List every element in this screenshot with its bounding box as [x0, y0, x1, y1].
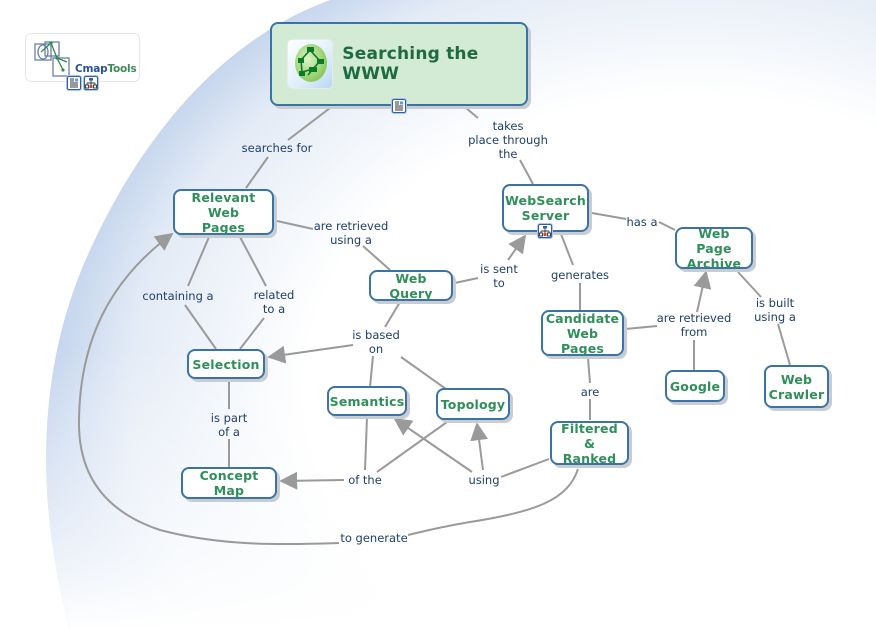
link-generates[interactable]: generates [550, 268, 610, 282]
line-are-retrieved-from-archive [693, 270, 712, 313]
line-is-sent-websearch [507, 234, 527, 261]
line-using-semantics [393, 417, 473, 473]
link-is-sent-to[interactable]: is sent to [480, 262, 518, 290]
line-related-selection [239, 317, 265, 350]
line-relevant-are-retrieved [276, 220, 314, 230]
concept-web-crawler[interactable]: Web Crawler [764, 365, 829, 408]
line-filtered-using [500, 458, 550, 478]
line-candidate-are-retrieved-from [624, 325, 658, 330]
line-topology-of-the [376, 421, 448, 473]
line-is-based-topology [400, 356, 447, 390]
concept-map-resource-icon[interactable] [84, 76, 98, 90]
line-relevant-related [239, 236, 267, 287]
line-filtered-to-generate [407, 468, 579, 536]
line-is-based-selection [267, 344, 354, 364]
line-are-retrieved-webquery [362, 245, 391, 271]
link-related-to-a[interactable]: related to a [253, 288, 295, 316]
link-are-retrieved-from[interactable]: are retrieved from [656, 311, 732, 339]
map-title: Searching the WWW [342, 44, 479, 84]
line-websearch-has-a [591, 212, 627, 220]
line-of-the-conceptmap [279, 471, 345, 490]
line-websearch-generates [560, 233, 574, 266]
concept-topology[interactable]: Topology [436, 388, 510, 420]
line-searches-for-relevant [245, 156, 269, 189]
line-is-built-crawler [777, 323, 791, 366]
cmaptools-logo-text: CmapTools [75, 63, 137, 75]
concept-map-resource-icon[interactable] [538, 224, 552, 238]
concept-web-page-archive[interactable]: Web Page Archive [675, 226, 753, 271]
concept-candidate-web-pages[interactable]: Candidate Web Pages [541, 310, 624, 356]
link-using[interactable]: using [468, 473, 500, 487]
link-is-based-on[interactable]: is based on [352, 328, 400, 356]
concept-relevant-web-pages[interactable]: Relevant Web Pages [173, 189, 274, 235]
link-searches-for[interactable]: searches for [241, 141, 313, 155]
link-is-built-using-a[interactable]: is built using a [754, 296, 796, 324]
link-to-generate[interactable]: to generate [340, 531, 408, 545]
line-to-generate-relevant [77, 232, 340, 546]
line-candidate-are [587, 357, 591, 384]
line-root-searches-for [287, 107, 331, 141]
line-webquery-is-sent [449, 277, 479, 285]
concept-google[interactable]: Google [665, 370, 725, 402]
concept-selection[interactable]: Selection [187, 349, 265, 379]
link-are[interactable]: are [580, 385, 600, 399]
line-is-based-semantics [369, 355, 374, 388]
link-is-part-of-a[interactable]: is part of a [210, 411, 248, 439]
line-using-topology [470, 422, 489, 471]
concept-map-head-icon [288, 40, 333, 88]
cmaptools-logo: CmapTools [25, 33, 140, 82]
root-concept-searching-the-www[interactable]: Searching the WWW [270, 22, 528, 106]
line-relevant-containing [187, 236, 210, 287]
concept-semantics[interactable]: Semantics [327, 386, 407, 416]
concept-filtered-ranked[interactable]: Filtered & Ranked [550, 421, 629, 466]
link-of-the[interactable]: of the [348, 473, 382, 487]
line-webquery-is-based [384, 301, 401, 328]
concept-web-query[interactable]: Web Query [369, 270, 453, 301]
line-has-a-archive [658, 221, 676, 231]
document-resource-icon[interactable] [67, 76, 81, 90]
link-are-retrieved-using-a[interactable]: are retrieved using a [313, 219, 389, 247]
document-resource-icon[interactable] [392, 99, 406, 113]
concept-concept-map[interactable]: Concept Map [181, 467, 277, 499]
line-takes-place-websearch [519, 159, 534, 185]
line-archive-is-built [737, 271, 762, 298]
cmaptools-logo-icon [34, 41, 70, 77]
line-containing-selection [184, 304, 217, 350]
link-takes-place-through-the[interactable]: takes place through the [468, 119, 548, 161]
link-containing-a[interactable]: containing a [142, 289, 214, 303]
line-semantics-of-the [364, 416, 368, 471]
line-root-takes-place [465, 107, 479, 119]
link-has-a[interactable]: has a [626, 215, 658, 229]
